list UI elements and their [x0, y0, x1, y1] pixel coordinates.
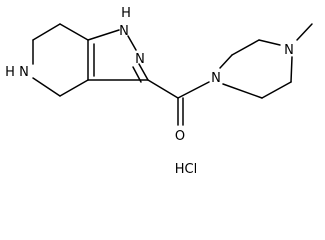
bond-cd-npip1: [222, 83, 263, 99]
bond-n1-n2: [127, 35, 137, 51]
atom-n1: N: [119, 24, 129, 39]
structure-diagram: H N N H N O N N HCl: [5, 6, 313, 177]
bond-n2-c3: [138, 63, 149, 81]
salt-label: HCl: [175, 162, 197, 177]
atom-h1: H: [121, 6, 131, 21]
atom-o: O: [175, 129, 185, 144]
bond-ca-cb: [231, 39, 260, 56]
atom-n-piperazine-4: N: [284, 43, 294, 58]
bond-npip4-methyl: [296, 23, 313, 41]
bond-npip4-cc: [290, 56, 293, 83]
bond-cc-cd: [261, 81, 292, 99]
atom-n2: N: [135, 52, 145, 67]
atom-n5: N: [19, 65, 29, 80]
bond-c3-ccarbonyl: [147, 79, 179, 99]
atom-n5-h: H: [5, 65, 15, 80]
atom-labels: H N N H N O N N: [5, 6, 294, 144]
bond-npip1-ca: [219, 54, 233, 69]
bond-c7-c6: [32, 23, 61, 41]
bond-n5-c4: [32, 77, 61, 97]
bond-c7a-n1: [87, 29, 120, 41]
bond-c4-c3a: [59, 79, 89, 97]
bond-cb-npip4: [258, 39, 281, 46]
atom-n-piperazine-1: N: [211, 71, 221, 86]
bonds: [32, 23, 313, 126]
bond-c7a-c7: [59, 23, 89, 41]
bond-ccarbonyl-npip: [177, 81, 210, 99]
